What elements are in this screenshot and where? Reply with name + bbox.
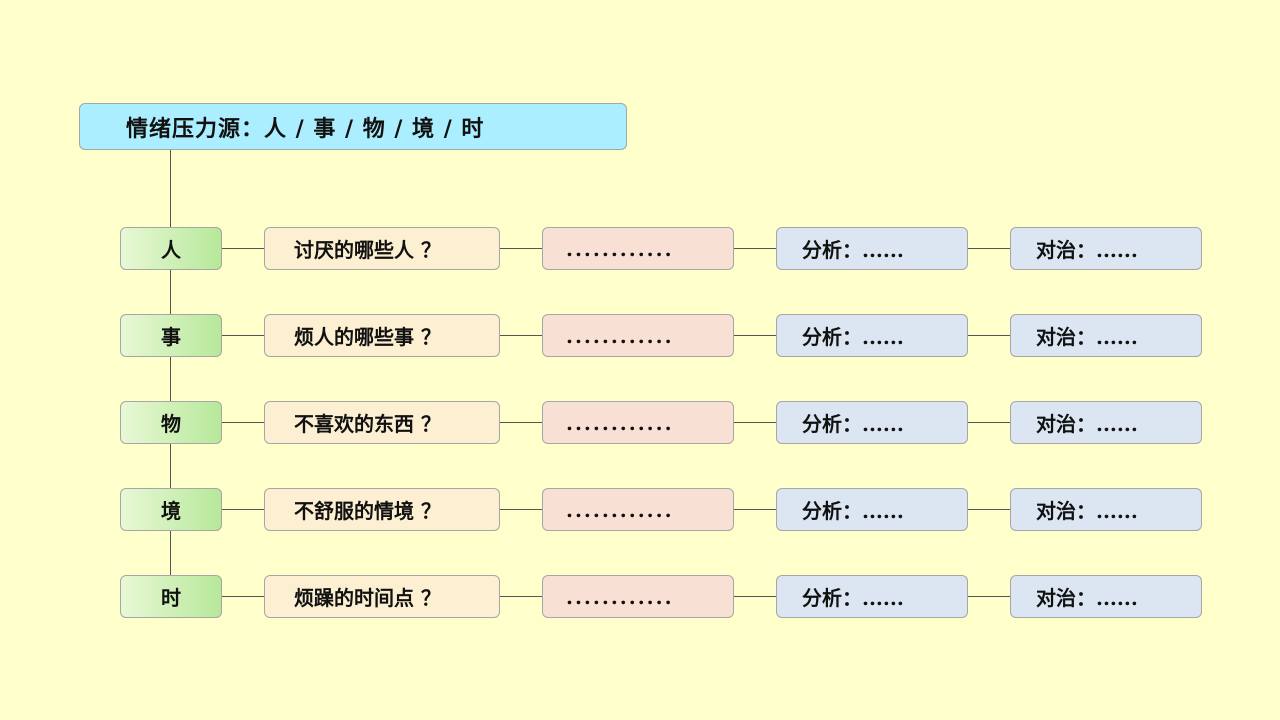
blank-node-shijian: ............ xyxy=(542,575,734,618)
category-node-wu: 物 xyxy=(120,401,222,444)
category-node-shijian: 时 xyxy=(120,575,222,618)
question-node-wu: 不喜欢的东西 ？ xyxy=(264,401,500,444)
blank-node-jing: ............ xyxy=(542,488,734,531)
countermeasure-node-wu: 对治：...... xyxy=(1010,401,1202,444)
analysis-node-wu: 分析：...... xyxy=(776,401,968,444)
question-node-jing: 不舒服的情境 ？ xyxy=(264,488,500,531)
category-node-ren: 人 xyxy=(120,227,222,270)
analysis-node-shijian: 分析：...... xyxy=(776,575,968,618)
question-node-ren: 讨厌的哪些人 ？ xyxy=(264,227,500,270)
question-node-shi: 烦人的哪些事 ？ xyxy=(264,314,500,357)
question-node-shijian: 烦躁的时间点 ？ xyxy=(264,575,500,618)
analysis-node-jing: 分析：...... xyxy=(776,488,968,531)
category-node-jing: 境 xyxy=(120,488,222,531)
tree-trunk-connector xyxy=(170,150,171,595)
blank-node-wu: ............ xyxy=(542,401,734,444)
analysis-node-ren: 分析：...... xyxy=(776,227,968,270)
countermeasure-node-shijian: 对治：...... xyxy=(1010,575,1202,618)
countermeasure-node-jing: 对治：...... xyxy=(1010,488,1202,531)
analysis-node-shi: 分析：...... xyxy=(776,314,968,357)
blank-node-shi: ............ xyxy=(542,314,734,357)
diagram-title: 情绪压力源：人 / 事 / 物 / 境 / 时 xyxy=(79,103,627,150)
countermeasure-node-ren: 对治：...... xyxy=(1010,227,1202,270)
countermeasure-node-shi: 对治：...... xyxy=(1010,314,1202,357)
blank-node-ren: ............ xyxy=(542,227,734,270)
category-node-shi: 事 xyxy=(120,314,222,357)
